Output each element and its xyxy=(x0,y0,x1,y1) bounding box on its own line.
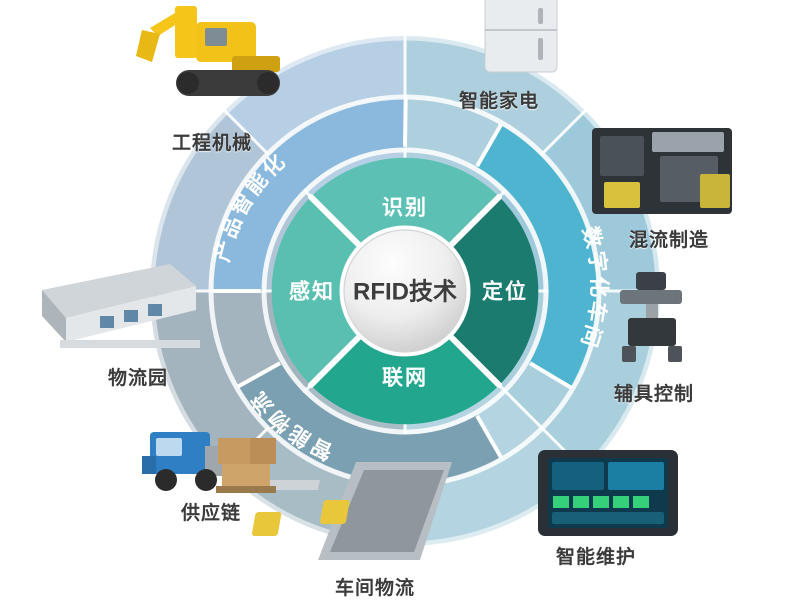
photo-excavator xyxy=(136,6,280,96)
middle-ring-dividers xyxy=(212,97,573,459)
inner-segments-group xyxy=(271,157,539,425)
outer-label-engineering-machinery: 工程机械 xyxy=(172,133,253,154)
ring-digital-workshop[interactable] xyxy=(468,110,627,397)
outer-label-smart-maintenance: 智能维护 xyxy=(556,547,637,568)
core-circle[interactable] xyxy=(339,225,471,357)
photo-cnc-machine xyxy=(592,128,732,214)
ring-product-intelligence[interactable] xyxy=(173,58,430,315)
outer-label-logistics-park: 物流园 xyxy=(108,368,169,389)
outer-label-fixture-control: 辅具控制 xyxy=(614,384,695,405)
inner-seg-networking[interactable] xyxy=(310,335,500,425)
inner-seg-recognition[interactable] xyxy=(310,157,500,247)
core-circle-edge xyxy=(343,229,467,353)
photo-robot-gripper xyxy=(620,272,682,362)
inner-seg-sensing[interactable] xyxy=(271,196,361,386)
photo-refrigerator xyxy=(484,0,558,73)
outer-label-workshop-logistics: 车间物流 xyxy=(335,578,416,599)
inner-seg-positioning[interactable] xyxy=(449,196,539,386)
photo-truck-pallet xyxy=(142,432,276,493)
ring-smart-logistics[interactable] xyxy=(223,353,510,512)
outer-label-supply-chain: 供应链 xyxy=(181,503,242,524)
middle-ring-inner-edge xyxy=(261,147,549,435)
photo-hmi-tablet xyxy=(538,450,678,536)
inner-segment-dividers xyxy=(308,194,502,388)
photo-warehouse xyxy=(42,264,200,348)
inner-label-sensing: 感知 xyxy=(289,280,335,304)
middle-ring-group xyxy=(173,58,627,512)
inner-label-recognition: 识别 xyxy=(382,197,428,220)
outer-label-smart-home-appliances: 智能家电 xyxy=(459,91,540,112)
core-label: RFID技术 xyxy=(353,278,457,305)
outer-label-mixed-flow-manufacturing: 混流制造 xyxy=(629,230,710,251)
inner-label-positioning: 定位 xyxy=(482,280,528,304)
inner-label-networking: 联网 xyxy=(382,367,428,390)
photo-conveyor xyxy=(251,462,452,560)
